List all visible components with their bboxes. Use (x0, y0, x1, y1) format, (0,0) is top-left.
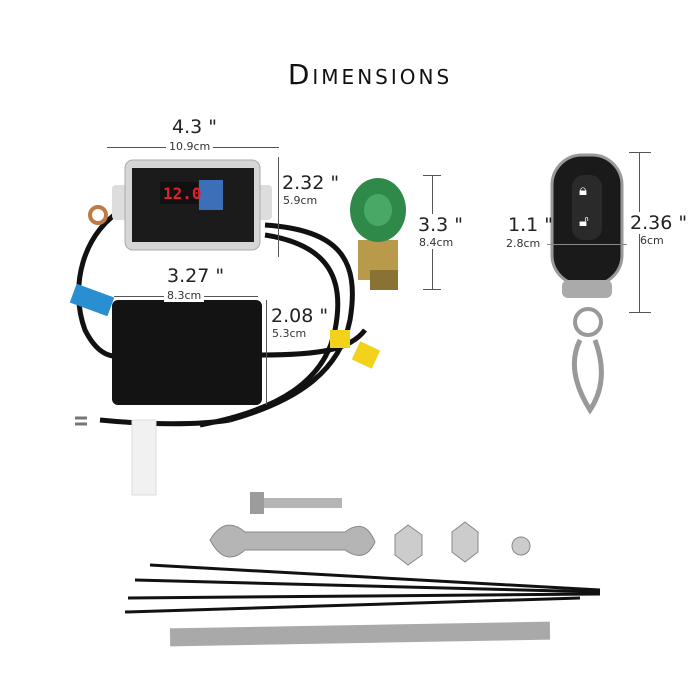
dimension-line (547, 244, 627, 245)
dimension-line (278, 157, 279, 257)
remote-fob (550, 153, 624, 415)
page-title: Dimensions (287, 58, 453, 91)
remote-width-inches: 1.1 " (508, 214, 553, 236)
controller-height-inches: 2.32 " (282, 172, 340, 194)
blue-tape (69, 283, 115, 317)
ring-terminal (88, 205, 108, 225)
yellow-tag (351, 341, 381, 369)
hardware-kit (124, 492, 601, 647)
dimension-line (423, 289, 441, 290)
dimension-line (423, 175, 441, 176)
remote-height-inches: 2.36 " (630, 212, 688, 234)
controller-height-cm: 5.9cm (283, 194, 318, 207)
dimension-line (266, 300, 267, 405)
black-module (112, 300, 262, 405)
dimension-line (629, 152, 651, 153)
controller-width-inches: 4.3 " (172, 116, 217, 138)
remote-width-cm: 2.8cm (506, 237, 541, 250)
module-height-cm: 5.3cm (272, 327, 307, 340)
yellow-tag (330, 330, 350, 348)
controller-display: 12.0 (163, 184, 202, 203)
fork-terminal (75, 416, 87, 426)
white-label (131, 419, 157, 496)
module-width-cm: 8.3cm (164, 289, 205, 302)
lock-icon: 🔒︎ (579, 181, 587, 199)
remote-height-cm: 6cm (640, 234, 664, 247)
controller-width-cm: 10.9cm (166, 140, 214, 153)
dimension-line (629, 312, 651, 313)
module-height-inches: 2.08 " (271, 305, 329, 327)
unlock-icon: 🔓︎ (579, 212, 589, 230)
controller-box (112, 159, 272, 251)
switch-height-cm: 8.4cm (419, 236, 454, 249)
battery-switch (350, 178, 406, 290)
switch-height-inches: 3.3 " (418, 214, 463, 236)
module-width-inches: 3.27 " (167, 265, 225, 287)
